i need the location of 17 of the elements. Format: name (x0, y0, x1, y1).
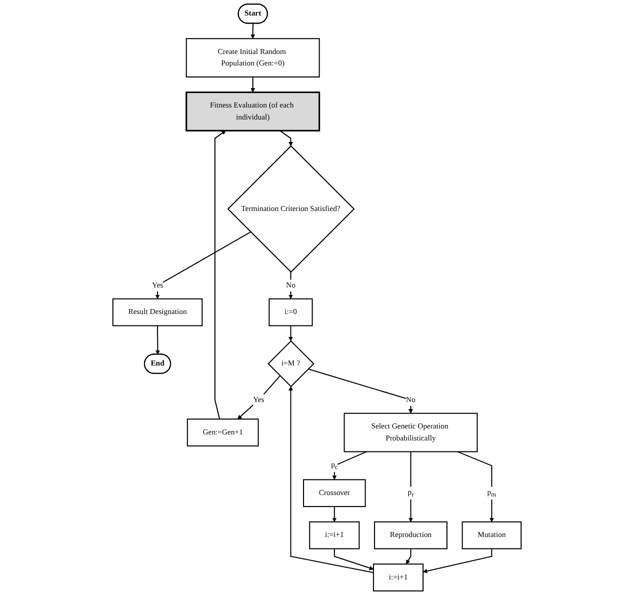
arrow (237, 375, 280, 420)
arrow (155, 232, 251, 300)
arrow (308, 368, 413, 414)
arrow (288, 326, 293, 342)
arrow (250, 24, 256, 39)
arrow (288, 386, 374, 574)
arrow (457, 451, 494, 522)
arrow (332, 451, 367, 480)
arrow (406, 548, 412, 564)
arrow (280, 130, 293, 146)
arrow (332, 506, 337, 522)
arrow (214, 130, 226, 420)
arrow (250, 76, 256, 92)
arrow (155, 326, 160, 355)
arrow (334, 548, 374, 570)
arrow (422, 548, 492, 574)
arrow (408, 452, 413, 522)
